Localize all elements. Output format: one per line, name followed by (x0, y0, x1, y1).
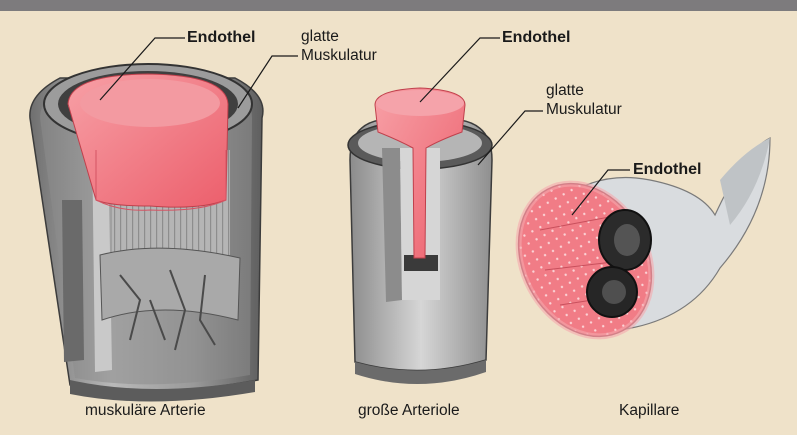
label-artery-muscle-line1: glatte (301, 27, 339, 46)
label-artery-endothel: Endothel (187, 28, 255, 47)
label-arteriole-endothel: Endothel (502, 28, 570, 47)
caption-artery: muskuläre Arterie (85, 402, 206, 420)
caption-arteriole: große Arteriole (358, 402, 460, 420)
capillary-illustration (493, 138, 770, 360)
label-arteriole-muscle-line2: Muskulatur (546, 100, 622, 119)
arteriole-illustration (348, 88, 492, 384)
label-artery-muscle-line2: Muskulatur (301, 46, 377, 65)
label-arteriole-muscle-line1: glatte (546, 81, 584, 100)
caption-capillary: Kapillare (619, 402, 679, 420)
muscular-artery-illustration (30, 64, 263, 402)
label-capillary-endothel: Endothel (633, 160, 701, 179)
